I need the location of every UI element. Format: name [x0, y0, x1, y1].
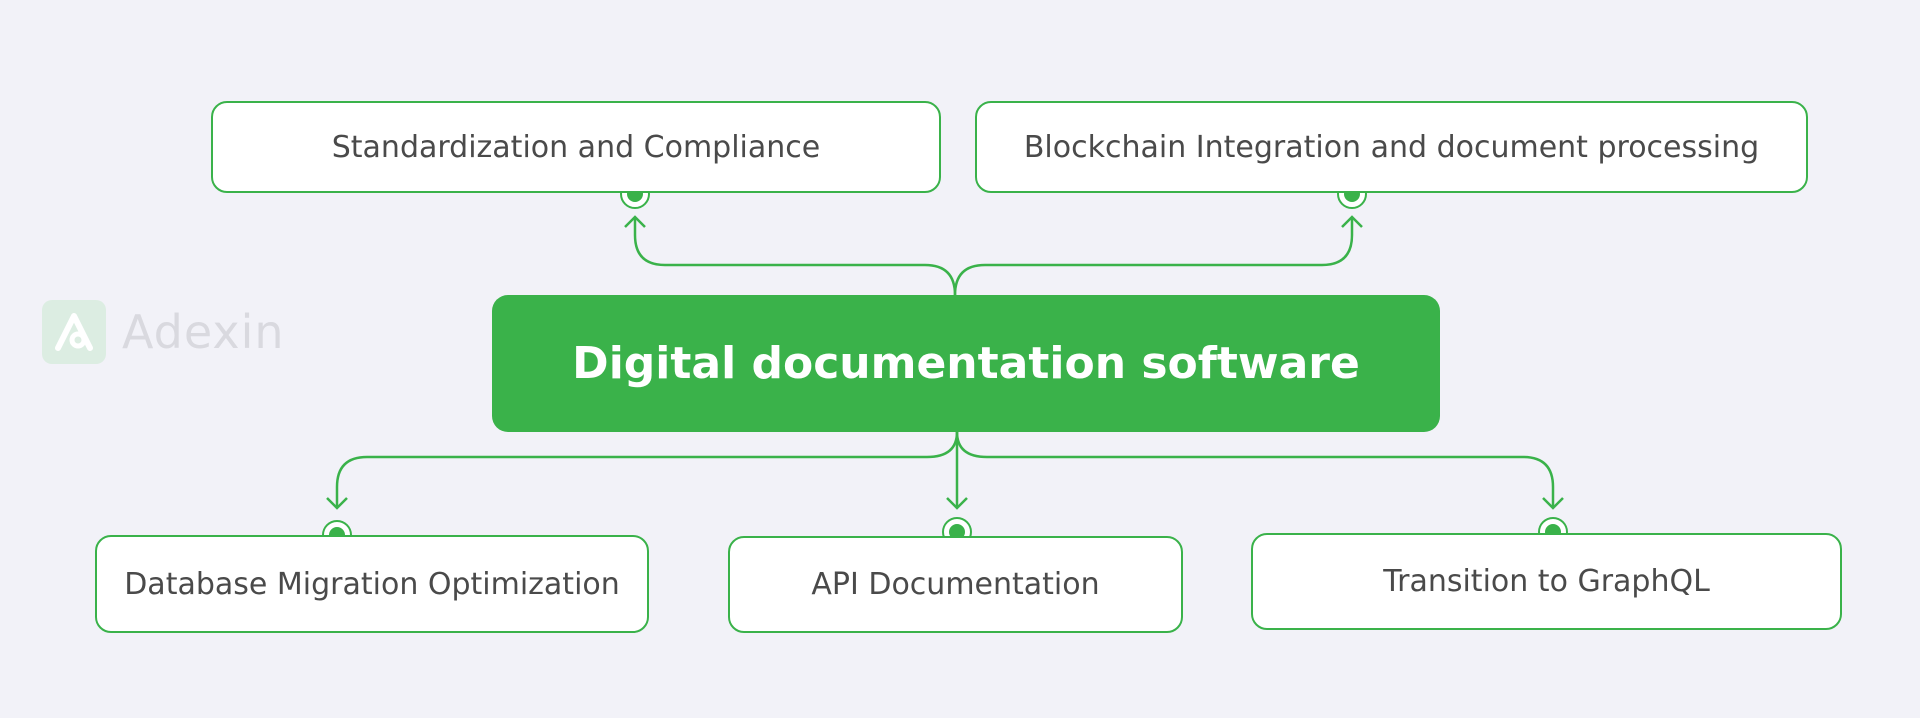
node-database: Database Migration Optimization — [95, 535, 649, 633]
arrowhead-top-right — [1341, 215, 1363, 228]
center-node-label: Digital documentation software — [572, 338, 1360, 389]
node-graphql: Transition to GraphQL — [1251, 533, 1842, 630]
connector-top-right — [953, 217, 1354, 296]
node-blockchain-label: Blockchain Integration and document proc… — [1023, 129, 1760, 165]
node-blockchain: Blockchain Integration and document proc… — [975, 101, 1808, 193]
node-graphql-label: Transition to GraphQL — [1383, 564, 1710, 599]
node-standardization: Standardization and Compliance — [211, 101, 941, 193]
adexin-logo-icon — [42, 300, 106, 364]
arrowhead-bottom-middle — [946, 497, 968, 510]
node-database-label: Database Migration Optimization — [124, 566, 620, 602]
node-api-label: API Documentation — [811, 567, 1100, 602]
node-standardization-label: Standardization and Compliance — [331, 129, 821, 165]
connector-bottom-right — [955, 431, 1555, 508]
logo-text: Adexin — [122, 305, 285, 359]
connector-bottom-left — [335, 431, 959, 508]
arrowhead-bottom-right — [1542, 497, 1564, 510]
arrowhead-top-left — [624, 215, 646, 228]
center-node: Digital documentation software — [492, 295, 1440, 432]
arrowhead-bottom-left — [326, 497, 348, 510]
node-api: API Documentation — [728, 536, 1183, 633]
watermark-logo: Adexin — [42, 300, 285, 364]
connector-top-left — [633, 217, 957, 296]
